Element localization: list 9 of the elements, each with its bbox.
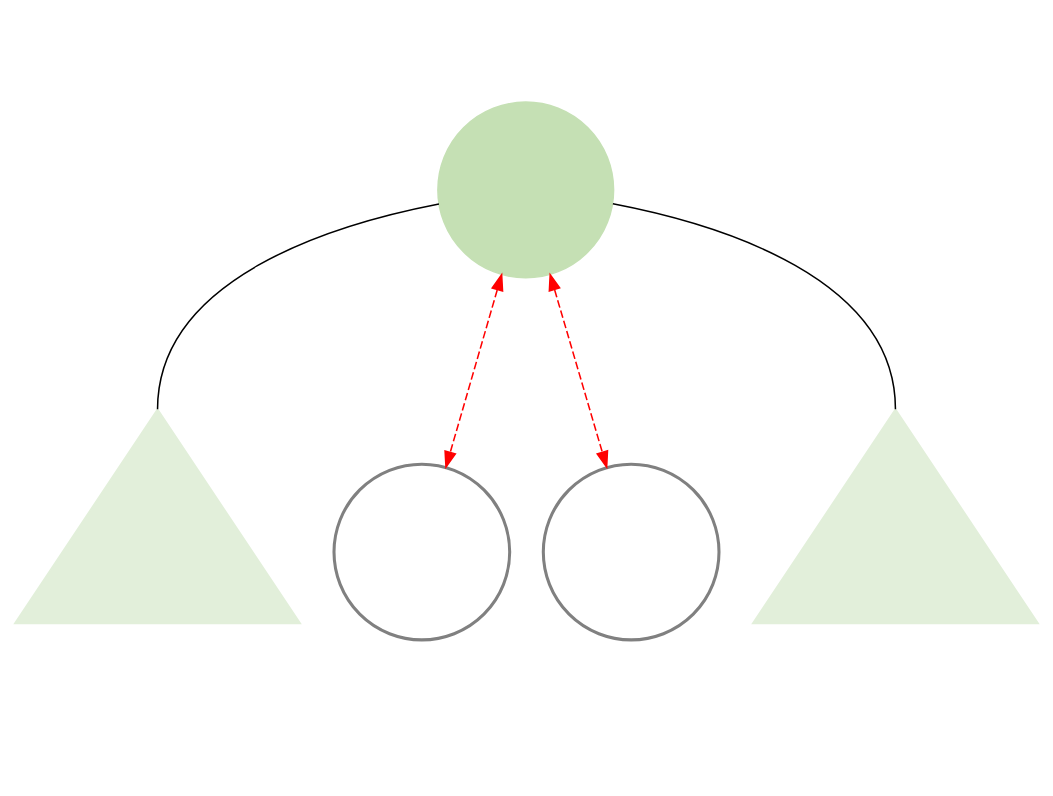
node-triangle xyxy=(751,407,1040,624)
arrow xyxy=(444,272,504,469)
connector xyxy=(156,202,440,410)
connector xyxy=(612,202,897,410)
node-triangle xyxy=(13,407,302,624)
node-circle xyxy=(437,100,615,279)
node-circle xyxy=(332,462,512,641)
node-circle xyxy=(541,462,721,641)
arrow xyxy=(548,272,609,469)
